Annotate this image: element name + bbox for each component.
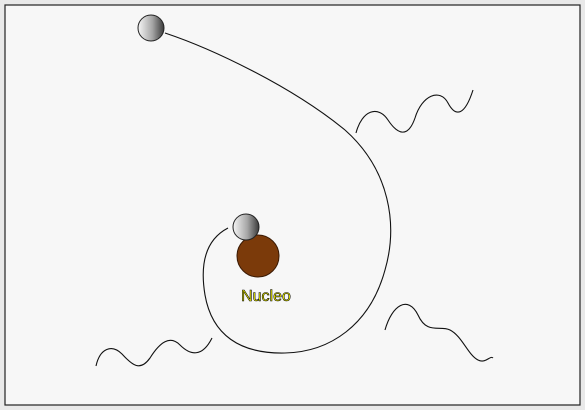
nucleus-label: Nucleo — [241, 288, 291, 305]
electron-icon — [138, 15, 164, 41]
diagram-panel — [5, 5, 580, 405]
electron-icon — [233, 214, 259, 240]
nucleus-icon — [237, 235, 279, 277]
